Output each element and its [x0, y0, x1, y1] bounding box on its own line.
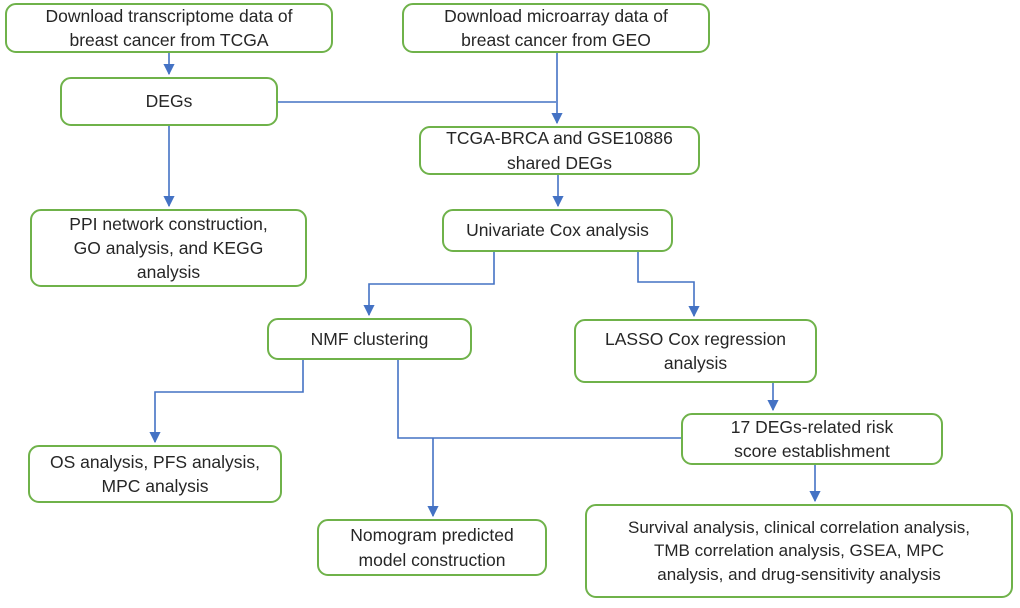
node-risk-score: 17 DEGs-related risk score establishment: [681, 413, 943, 465]
node-univariate-cox-label: Univariate Cox analysis: [466, 220, 649, 241]
edge-univariate-to-nmf: [363, 252, 495, 317]
edge-nmf-to-risk-line: [397, 360, 681, 439]
node-downstream-analyses: Survival analysis, clinical correlation …: [585, 504, 1013, 598]
edge-nmf-to-os: [149, 360, 304, 444]
node-os-pfs-mpc: OS analysis, PFS analysis, MPC analysis: [28, 445, 282, 503]
node-download-tcga-label: Download transcriptome data of breast ca…: [45, 5, 293, 50]
node-ppi-go-kegg-label: PPI network construction, GO analysis, a…: [69, 213, 268, 283]
node-shared-degs: TCGA-BRCA and GSE10886 shared DEGs: [419, 126, 700, 175]
node-nomogram: Nomogram predicted model construction: [317, 519, 547, 576]
node-nomogram-label: Nomogram predicted model construction: [350, 525, 514, 570]
node-shared-degs-label: TCGA-BRCA and GSE10886 shared DEGs: [446, 128, 673, 173]
node-lasso-cox-label: LASSO Cox regression analysis: [605, 328, 786, 373]
node-risk-score-label: 17 DEGs-related risk score establishment: [730, 416, 894, 461]
node-lasso-cox: LASSO Cox regression analysis: [574, 319, 817, 383]
node-ppi-go-kegg: PPI network construction, GO analysis, a…: [30, 209, 307, 287]
edge-univariate-to-lasso: [637, 252, 700, 318]
node-download-geo-label: Download microarray data of breast cance…: [444, 5, 668, 50]
node-downstream-analyses-label: Survival analysis, clinical correlation …: [627, 517, 971, 584]
node-nmf-clustering: NMF clustering: [267, 318, 472, 360]
node-os-pfs-mpc-label: OS analysis, PFS analysis, MPC analysis: [49, 451, 261, 496]
node-download-tcga: Download transcriptome data of breast ca…: [5, 3, 333, 53]
node-degs-label: DEGs: [145, 91, 193, 112]
node-degs: DEGs: [60, 77, 278, 126]
node-univariate-cox: Univariate Cox analysis: [442, 209, 673, 252]
node-nmf-clustering-label: NMF clustering: [310, 328, 429, 349]
node-download-geo: Download microarray data of breast cance…: [402, 3, 710, 53]
